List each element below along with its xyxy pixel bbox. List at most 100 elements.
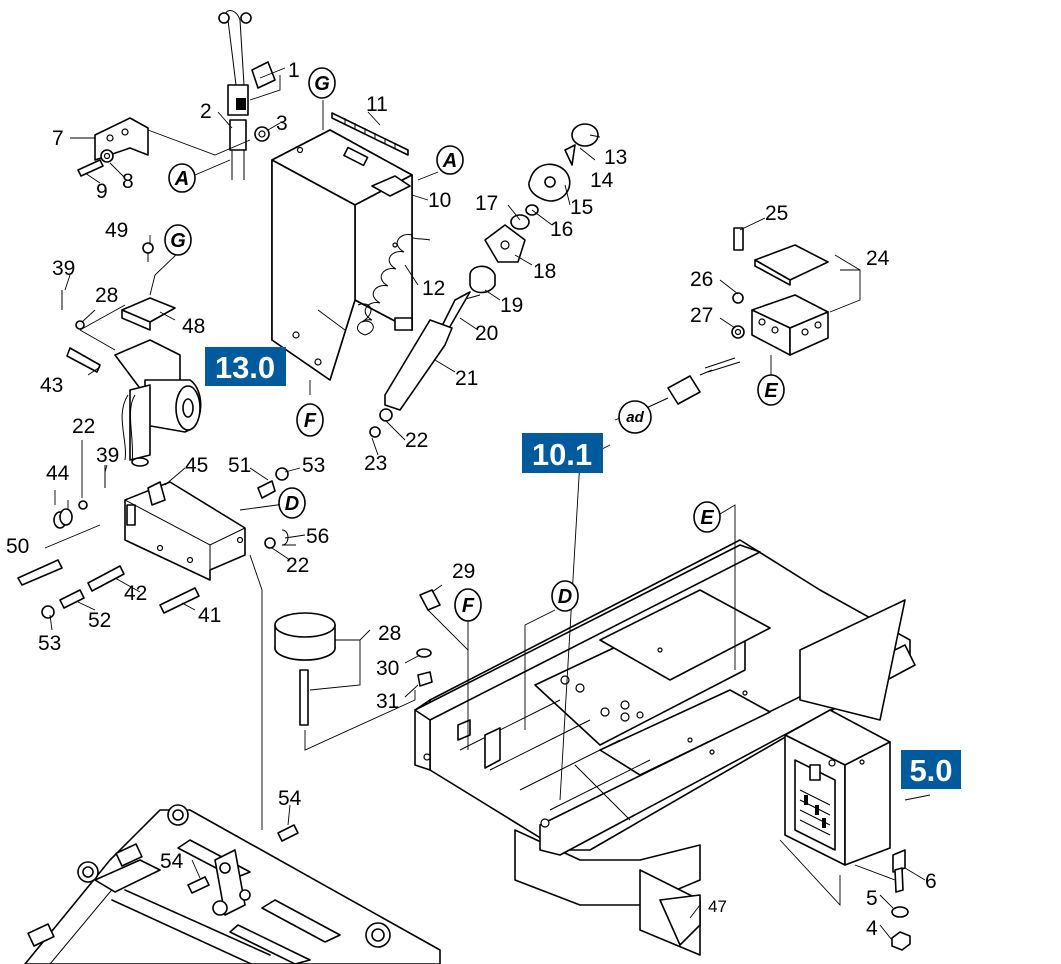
small-parts xyxy=(17,290,299,894)
svg-text:A: A xyxy=(442,150,457,172)
part-number-54a: 54 xyxy=(278,787,302,810)
svg-text:E: E xyxy=(700,507,714,529)
part-number-12: 12 xyxy=(422,277,445,300)
housing xyxy=(271,129,413,381)
ref-a-right: A xyxy=(436,145,464,175)
part-number-56: 56 xyxy=(306,525,329,548)
part-number-54b: 54 xyxy=(160,850,184,873)
ref-g-top: G xyxy=(308,67,336,99)
cable-gland xyxy=(641,357,741,411)
part-number-4: 4 xyxy=(866,917,878,940)
part-number-18: 18 xyxy=(533,260,556,283)
part-number-27: 27 xyxy=(690,304,713,327)
part-number-43: 43 xyxy=(40,374,63,397)
ref-d-lower: D xyxy=(551,580,579,612)
ref-ad: ad xyxy=(618,400,652,434)
bolts-4-6 xyxy=(891,849,911,951)
part-number-39b: 39 xyxy=(96,444,119,467)
part-number-5: 5 xyxy=(866,887,878,910)
chassis-frame xyxy=(414,539,916,956)
part-number-19: 19 xyxy=(500,294,523,317)
part-number-17: 17 xyxy=(475,192,498,215)
part-number-3: 3 xyxy=(276,112,288,135)
part-number-23: 23 xyxy=(364,452,387,475)
junction-box xyxy=(731,227,829,356)
part-number-28b: 28 xyxy=(378,622,401,645)
section-ref-10[interactable]: 10.1 xyxy=(522,433,603,473)
part-number-52: 52 xyxy=(88,609,111,632)
part-number-48: 48 xyxy=(182,315,205,338)
part-number-21: 21 xyxy=(455,367,478,390)
connector-refs: A A G G F F D D xyxy=(164,67,785,622)
svg-text:ad: ad xyxy=(626,409,644,426)
strip xyxy=(331,112,409,156)
part-number-1: 1 xyxy=(288,59,300,82)
part-number-53a: 53 xyxy=(302,454,325,477)
part-number-45: 45 xyxy=(185,454,208,477)
part-number-26: 26 xyxy=(690,268,713,291)
part-numbers: 1 2 3 4 5 6 7 8 9 10 11 12 13 14 15 16 1… xyxy=(6,59,937,940)
part-number-15: 15 xyxy=(570,196,593,219)
svg-text:A: A xyxy=(174,168,189,190)
motor xyxy=(66,242,202,467)
part-number-10: 10 xyxy=(428,189,451,212)
part-number-31: 31 xyxy=(376,690,399,713)
ref-e-lower: E xyxy=(693,501,721,533)
bracket xyxy=(77,117,149,177)
ref-a-left: A xyxy=(168,163,196,193)
mount-bracket xyxy=(124,481,246,581)
part-number-41: 41 xyxy=(198,604,221,627)
part-number-47: 47 xyxy=(708,897,727,916)
part-number-44: 44 xyxy=(46,462,70,485)
part-number-6: 6 xyxy=(925,870,937,893)
part-number-42: 42 xyxy=(124,582,147,605)
svg-text:G: G xyxy=(314,73,330,95)
part-number-25: 25 xyxy=(765,202,788,225)
section-ref-13-label: 13.0 xyxy=(215,350,275,385)
ref-f-upper: F xyxy=(296,403,324,437)
part-number-2: 2 xyxy=(200,100,212,123)
part-number-51: 51 xyxy=(228,454,251,477)
ref-e-upper: E xyxy=(757,374,785,406)
part-number-28a: 28 xyxy=(95,284,118,307)
part-number-50: 50 xyxy=(6,535,29,558)
part-number-11: 11 xyxy=(366,93,388,116)
ref-f-lower: F xyxy=(454,588,482,622)
part-number-14: 14 xyxy=(590,169,614,192)
svg-text:F: F xyxy=(462,595,475,617)
part-number-24: 24 xyxy=(866,247,890,270)
base-plate xyxy=(24,804,441,964)
cap-and-rod xyxy=(274,612,336,726)
control-box xyxy=(784,709,891,866)
part-number-22a: 22 xyxy=(405,429,428,452)
part-number-13: 13 xyxy=(604,146,627,169)
part-number-7: 7 xyxy=(52,127,64,150)
svg-text:D: D xyxy=(558,586,572,608)
section-ref-5-label: 5.0 xyxy=(909,753,952,788)
part-number-29: 29 xyxy=(452,560,475,583)
lever xyxy=(369,291,471,438)
spring xyxy=(356,234,431,336)
part-number-16: 16 xyxy=(550,218,573,241)
bolts-29-31 xyxy=(416,589,441,687)
part-number-8: 8 xyxy=(122,170,134,193)
section-ref-13[interactable]: 13.0 xyxy=(205,347,286,386)
part-number-9: 9 xyxy=(96,180,108,203)
section-ref-5[interactable]: 5.0 xyxy=(901,750,961,789)
svg-text:G: G xyxy=(170,230,186,252)
svg-text:D: D xyxy=(285,493,299,515)
part-number-22b: 22 xyxy=(72,415,95,438)
part-number-49: 49 xyxy=(105,219,128,242)
part-number-30: 30 xyxy=(376,657,399,680)
svg-text:F: F xyxy=(304,410,317,432)
ref-g-left: G xyxy=(164,224,192,256)
part-number-39a: 39 xyxy=(52,257,75,280)
ref-d-upper: D xyxy=(278,487,306,519)
section-ref-10-label: 10.1 xyxy=(532,437,592,472)
knob-assembly xyxy=(461,123,599,301)
part-number-53b: 53 xyxy=(38,632,61,655)
part-number-22c: 22 xyxy=(286,554,309,577)
cable-connector xyxy=(218,10,276,180)
svg-text:E: E xyxy=(764,380,778,402)
